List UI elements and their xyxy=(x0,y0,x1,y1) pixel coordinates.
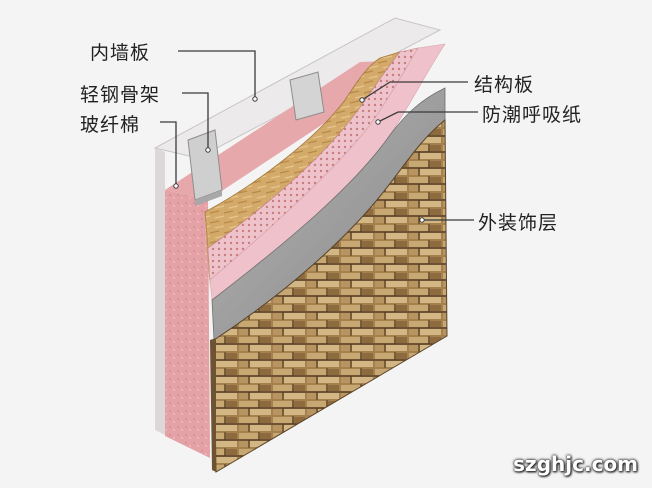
stone-cladding xyxy=(213,118,448,473)
leader-light-steel-frame xyxy=(182,92,209,150)
label-exterior-finish: 外装饰层 xyxy=(478,212,559,234)
label-structural-board: 结构板 xyxy=(474,74,535,96)
leader-dots xyxy=(173,96,425,223)
leader-inner-board xyxy=(178,50,256,98)
watermark: szghjc.com xyxy=(513,452,638,476)
osb-board-side xyxy=(205,212,210,290)
label-inner-board: 内墙板 xyxy=(90,42,151,64)
leader-breathable-membrane xyxy=(377,111,478,123)
label-breathable-membrane: 防潮呼吸纸 xyxy=(482,104,583,126)
steel-stud-back xyxy=(289,71,325,121)
leader-structural-board xyxy=(361,81,468,101)
stone-cladding-edge xyxy=(210,338,216,472)
inner-board-edge xyxy=(155,148,165,435)
leader-glass-wool xyxy=(160,121,177,186)
label-light-steel-frame: 轻钢骨架 xyxy=(80,84,161,106)
label-glass-wool: 玻纤棉 xyxy=(80,114,141,136)
leader-lines xyxy=(160,50,478,221)
glass-wool-side xyxy=(165,190,210,458)
steel-stud-front xyxy=(187,129,223,206)
